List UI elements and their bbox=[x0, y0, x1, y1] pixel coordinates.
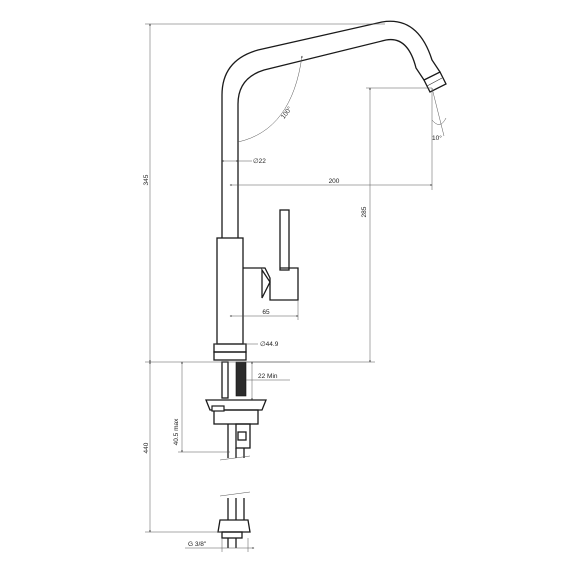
faucet-body bbox=[213, 237, 247, 361]
dimension-lines bbox=[145, 23, 447, 552]
label-spout-angle: 100° bbox=[279, 105, 294, 121]
label-body-diameter: ∅22 bbox=[253, 158, 266, 165]
faucet-lever bbox=[243, 209, 299, 301]
faucet-spout bbox=[221, 20, 447, 238]
label-total-height: 345 bbox=[143, 174, 150, 185]
label-base-diameter: ∅44.9 bbox=[260, 341, 279, 348]
label-lever-offset: 65 bbox=[262, 309, 270, 316]
label-outlet-angle: 10° bbox=[432, 134, 442, 142]
label-max-thickness: 40.5 max bbox=[173, 418, 180, 445]
label-hose-length: 440 bbox=[143, 442, 150, 453]
label-spout-height: 285 bbox=[361, 206, 368, 217]
label-min-counter: 22 Min bbox=[258, 373, 278, 380]
mounting-stud bbox=[205, 361, 267, 449]
dimension-labels: 345 285 200 ∅22 100° 10° 65 ∅44.9 22 Min… bbox=[143, 105, 442, 548]
label-reach: 200 bbox=[329, 178, 340, 185]
hoses bbox=[217, 424, 251, 548]
label-thread: G 3/8" bbox=[188, 541, 207, 548]
